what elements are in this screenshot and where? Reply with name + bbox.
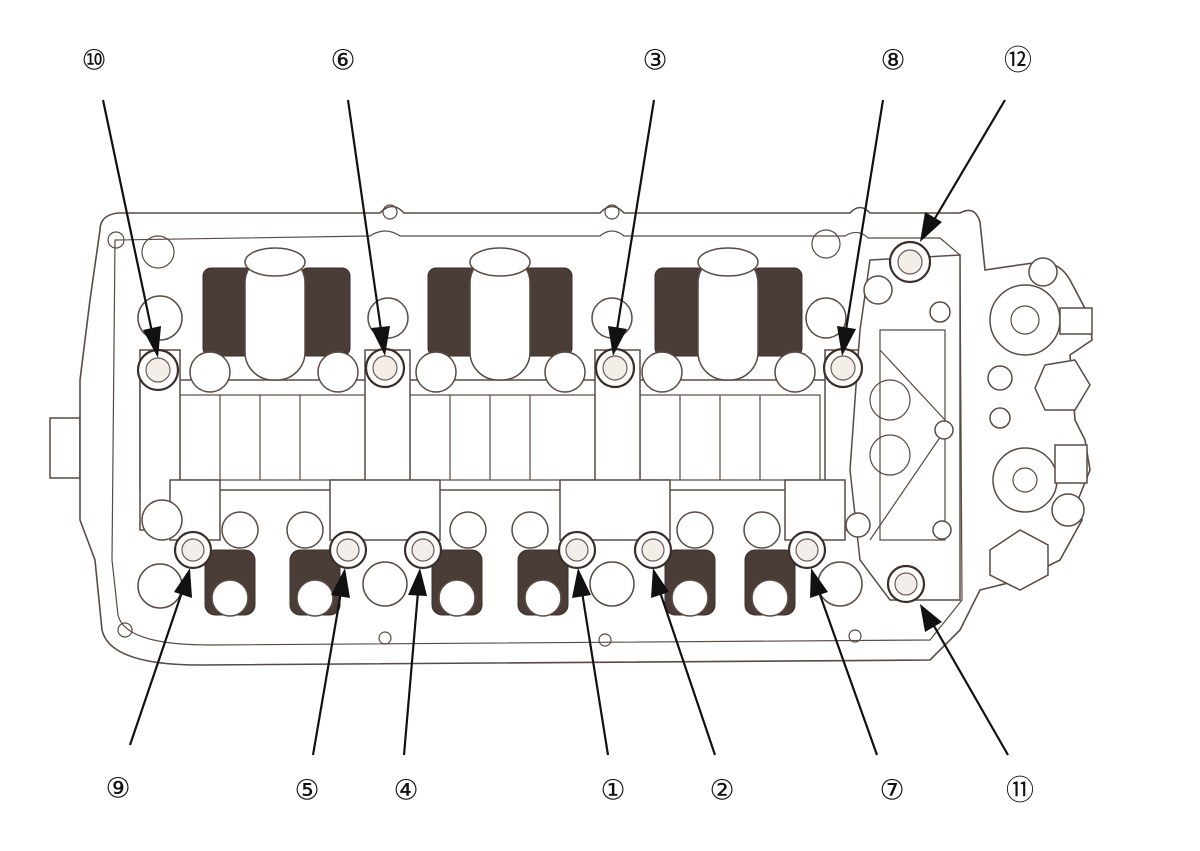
- callout-9: ⑨: [105, 772, 130, 805]
- bolt-8: [822, 347, 864, 389]
- callout-12-label: ⑫: [1004, 44, 1032, 77]
- callout-3-label: ③: [642, 44, 667, 77]
- callout-9-label: ⑨: [105, 772, 130, 805]
- callout-4: ④: [393, 774, 418, 807]
- callout-12: ⑫: [1004, 44, 1032, 77]
- bolt-9: [173, 530, 213, 570]
- callout-5-label: ⑤: [294, 774, 319, 807]
- vtc-housing: [845, 254, 1093, 601]
- upper-valve-springs: [137, 247, 847, 393]
- bolt-5: [328, 530, 368, 570]
- callout-10: ⑩: [81, 44, 106, 77]
- bolt-11: [886, 564, 926, 604]
- callout-7-label: ⑦: [879, 774, 904, 807]
- callout-7: ⑦: [879, 774, 904, 807]
- callout-8: ⑧: [880, 44, 905, 77]
- callout-1-label: ①: [600, 774, 625, 807]
- bolt-7: [787, 530, 827, 570]
- lower-valve-springs: [137, 499, 863, 617]
- callout-6-label: ⑥: [330, 44, 355, 77]
- bolt-2: [633, 530, 673, 570]
- callout-leaders: [101, 99, 1009, 756]
- callout-8-label: ⑧: [880, 44, 905, 77]
- bolt-3: [594, 347, 636, 389]
- callout-2-label: ②: [709, 774, 734, 807]
- callout-10-label: ⑩: [81, 44, 106, 77]
- bolt-12: [888, 240, 932, 284]
- callout-2: ②: [709, 774, 734, 807]
- bolts: [136, 240, 932, 604]
- bolt-10: [136, 348, 180, 392]
- callout-11: ⑪: [1006, 774, 1034, 807]
- callout-1: ①: [600, 774, 625, 807]
- callout-4-label: ④: [393, 774, 418, 807]
- callout-5: ⑤: [294, 774, 319, 807]
- callout-labels: ⑩ ⑥ ③ ⑧ ⑫ ⑨ ⑤ ④ ① ② ⑦ ⑪: [81, 44, 1034, 807]
- bolt-1: [557, 530, 597, 570]
- callout-3: ③: [642, 44, 667, 77]
- callout-11-label: ⑪: [1006, 774, 1034, 807]
- callout-6: ⑥: [330, 44, 355, 77]
- bolt-4: [403, 530, 443, 570]
